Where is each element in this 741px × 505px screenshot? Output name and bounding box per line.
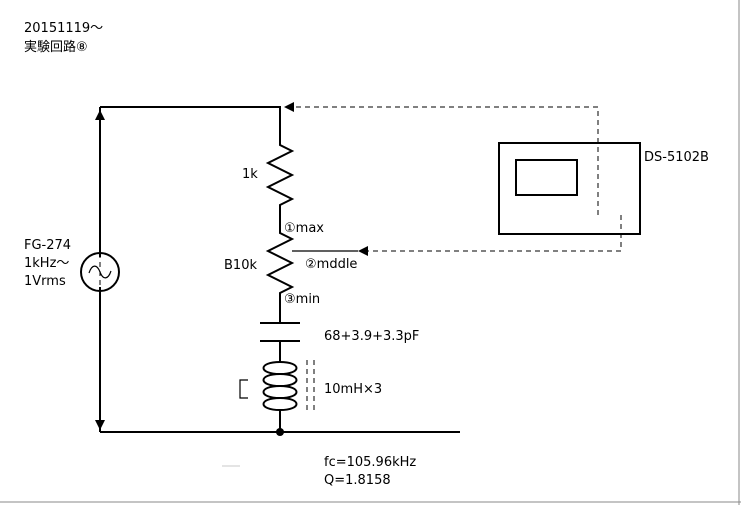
junction-dot	[276, 428, 284, 436]
arrow-up-icon	[95, 110, 105, 120]
q-factor-label: Q=1.8158	[324, 473, 391, 488]
generator-model-label: FG-274	[24, 238, 71, 253]
probe-ch2-arrow-icon	[358, 246, 368, 256]
arrow-down-icon	[95, 420, 105, 430]
resistor-1k	[265, 140, 295, 225]
date-label: 20151119～	[24, 21, 103, 36]
resonant-frequency-label: fc=105.96kHz	[324, 455, 416, 470]
oscilloscope-screen	[515, 159, 578, 196]
inductor-core	[306, 360, 315, 412]
oscilloscope-model-label: DS-5102B	[644, 150, 709, 165]
pot-pin-middle-label: ②mddle	[305, 257, 357, 272]
inductor-coil	[239, 361, 298, 432]
resistor-value-label: 1k	[242, 167, 258, 182]
generator-amplitude-label: 1Vrms	[24, 274, 66, 289]
oscilloscope-body	[498, 142, 641, 235]
circuit-title: 実験回路⑧	[24, 39, 88, 55]
probe-ch2-line	[368, 215, 622, 252]
inductor-value-label: 10mH×3	[324, 382, 382, 397]
top-wire	[100, 106, 281, 140]
probe-ch1-line	[292, 106, 599, 215]
potentiometer-b10k	[265, 225, 295, 322]
pot-pin-max-label: ①max	[284, 221, 324, 236]
pot-pin-min-label: ③min	[284, 292, 320, 307]
probe-ch1-arrow-icon	[284, 102, 294, 112]
generator-freq-label: 1kHz～	[24, 256, 69, 271]
capacitor-value-label: 68+3.9+3.3pF	[324, 329, 419, 344]
potentiometer-value-label: B10k	[224, 258, 257, 273]
